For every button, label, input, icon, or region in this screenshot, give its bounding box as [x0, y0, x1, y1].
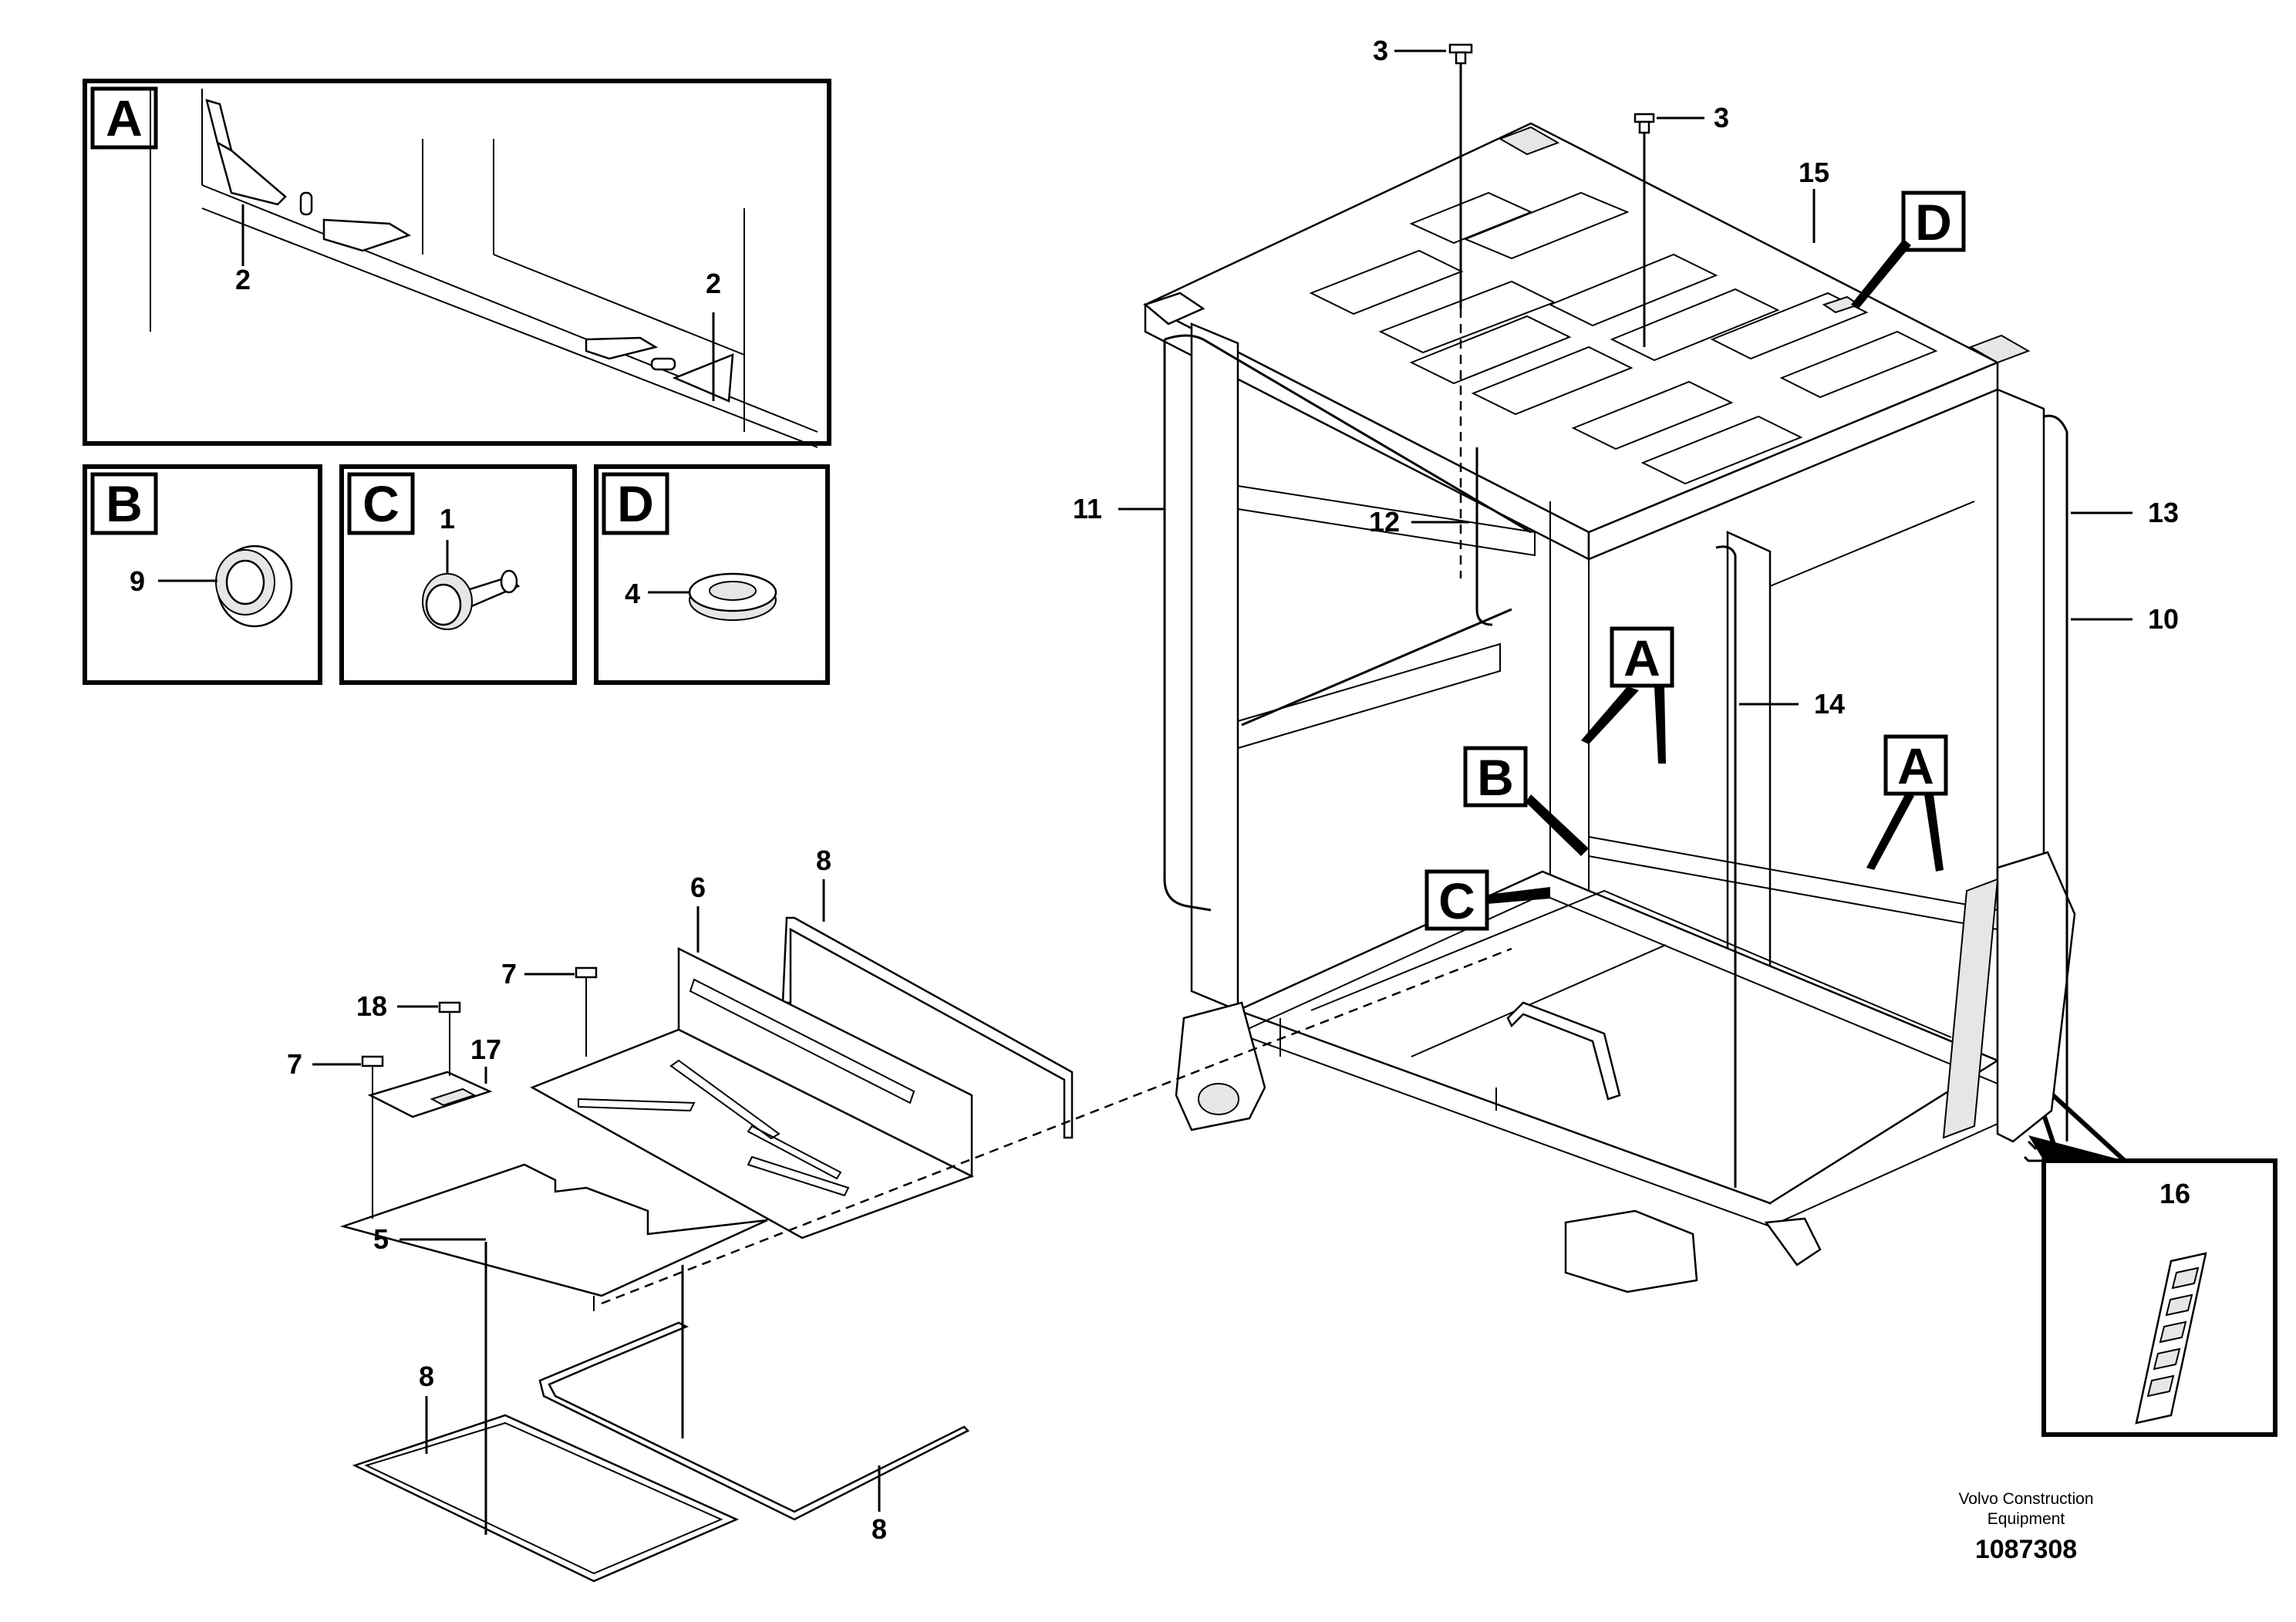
label-8-top: 8	[816, 845, 831, 876]
label-8-bottom-right: 8	[872, 1513, 887, 1545]
label-3-right: 3	[1714, 102, 1729, 133]
svg-text:A: A	[1623, 629, 1660, 686]
detail-box-d: D 4	[594, 464, 830, 685]
label-14: 14	[1814, 688, 1845, 720]
detail-box-16: 16	[2041, 1158, 2277, 1437]
view-marker-b: B	[1463, 746, 1589, 856]
bolt-icon	[422, 569, 521, 630]
credit-block: Volvo Construction Equipment 1087308	[1958, 1490, 2093, 1564]
seal-8-bottom-icon	[352, 1414, 740, 1583]
cab-frame	[1143, 122, 2076, 1293]
callout-16: 16	[2159, 1178, 2190, 1209]
bracket-icon-left	[205, 99, 411, 252]
callout-1: 1	[440, 503, 455, 534]
detail-box-b: B 9	[83, 464, 322, 685]
ring-grommet-icon	[688, 572, 777, 621]
view-marker-d: D	[1851, 191, 1966, 309]
label-13: 13	[2148, 497, 2179, 528]
label-11: 11	[1073, 493, 1102, 524]
svg-text:C: C	[1438, 872, 1475, 929]
plate-5-icon	[339, 947, 1512, 1311]
box-label-c: C	[362, 475, 400, 532]
label-7-right: 7	[501, 958, 517, 990]
label-5: 5	[373, 1223, 389, 1255]
label-15: 15	[1799, 157, 1829, 188]
grommet-icon	[215, 545, 293, 628]
svg-text:A: A	[1897, 737, 1934, 794]
document-number: 1087308	[1975, 1535, 2077, 1564]
detail-box-c: C 1	[339, 464, 577, 685]
bracket-icon-right	[585, 336, 734, 403]
label-6: 6	[690, 872, 706, 903]
callout-2-right: 2	[706, 268, 721, 299]
box-label-b: B	[106, 475, 143, 532]
bolt-3-left-icon	[1448, 43, 1473, 65]
box-label-d: D	[617, 475, 654, 532]
view-marker-a-center: A	[1581, 626, 1674, 764]
bolt-3-right-icon	[1633, 113, 1655, 134]
svg-text:B: B	[1477, 749, 1514, 806]
seal-8-right-icon	[538, 1321, 970, 1521]
label-12: 12	[1369, 506, 1400, 538]
callout-4: 4	[625, 578, 640, 609]
plate-6-icon	[530, 946, 975, 1239]
label-8-bottom-left: 8	[419, 1361, 434, 1392]
label-10: 10	[2148, 603, 2179, 635]
credit-line-2: Equipment	[1988, 1510, 2065, 1528]
label-3-left: 3	[1373, 35, 1388, 66]
svg-text:D: D	[1915, 194, 1952, 251]
cover-17-icon	[367, 1071, 493, 1118]
label-18: 18	[356, 990, 387, 1022]
label-7-left: 7	[287, 1048, 302, 1080]
bolt-7-left-icon	[361, 1055, 384, 1219]
credit-line-1: Volvo Construction	[1958, 1490, 2093, 1508]
callout-9: 9	[130, 565, 145, 597]
callout-2-left: 2	[235, 264, 251, 295]
label-17: 17	[470, 1034, 501, 1065]
bolt-7-right-icon	[575, 966, 598, 1057]
view-marker-c: C	[1424, 869, 1550, 931]
step-plate-icon	[2135, 1252, 2207, 1425]
detail-box-a: A 2 2	[83, 79, 831, 448]
bolt-18-icon	[438, 1001, 461, 1076]
view-marker-a-right: A	[1866, 734, 1948, 872]
box-label-a: A	[106, 89, 143, 147]
